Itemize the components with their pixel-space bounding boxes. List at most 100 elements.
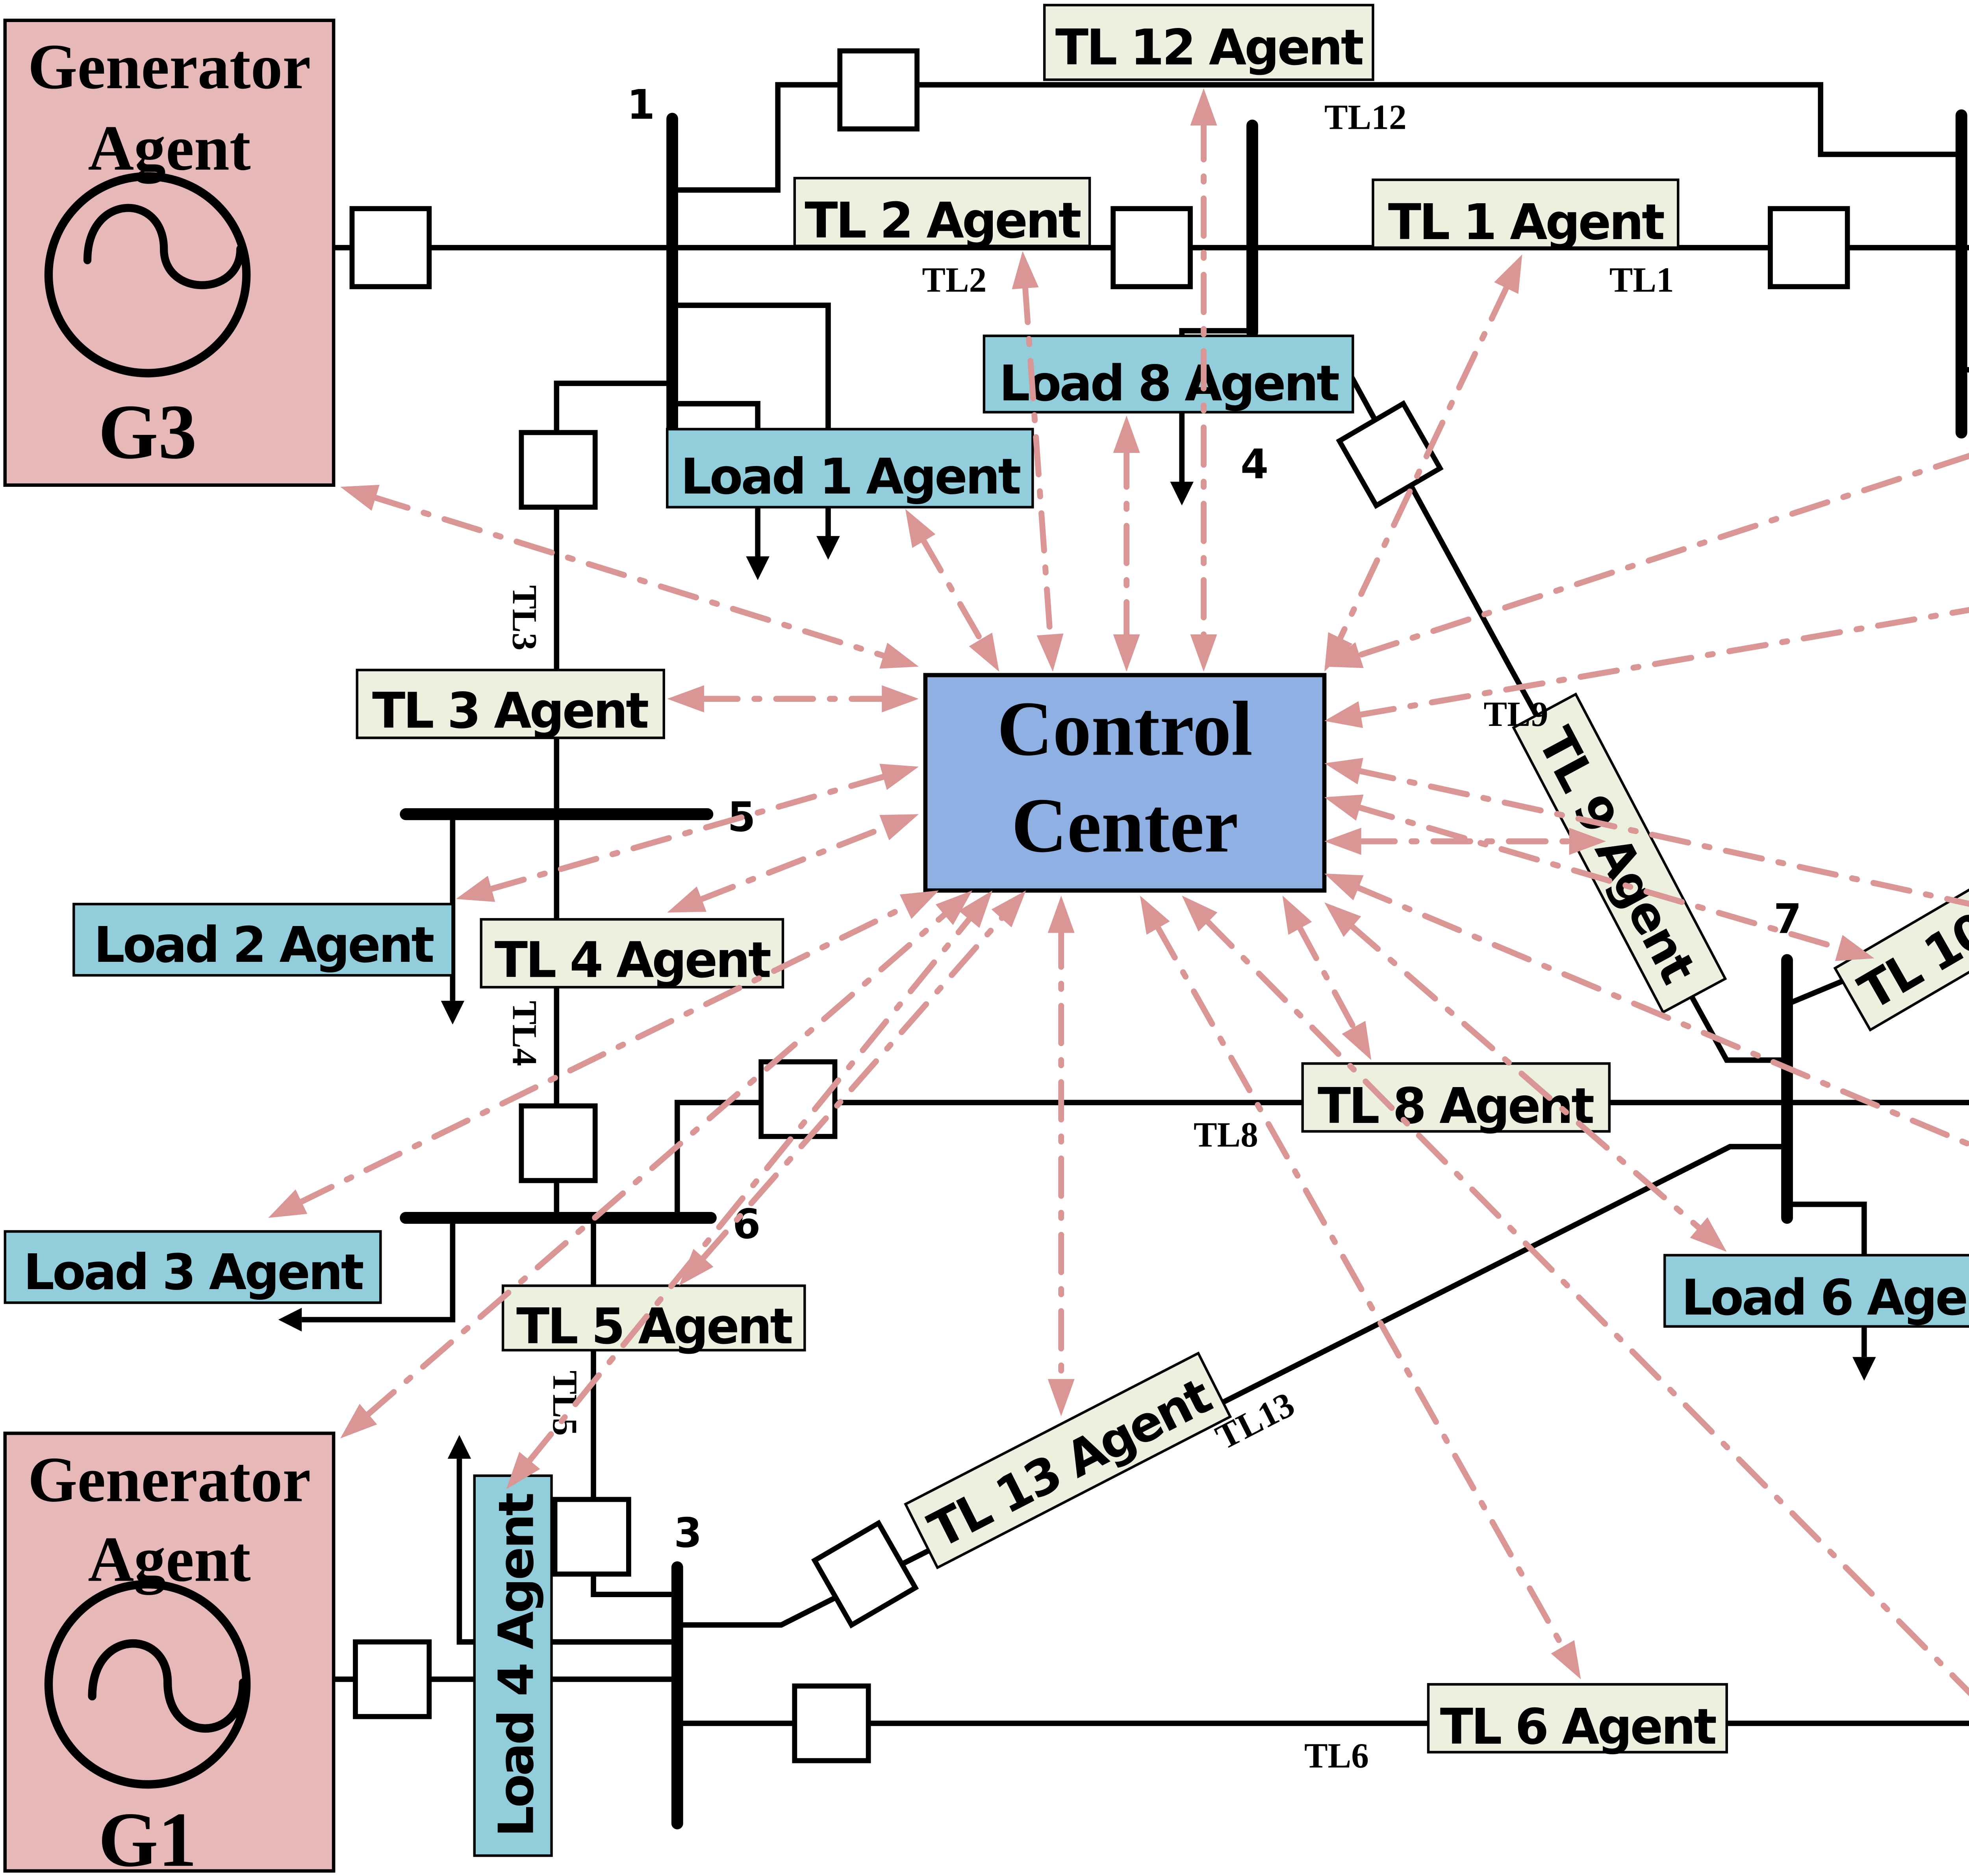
breaker	[552, 1497, 631, 1577]
comm-link-load1	[905, 508, 999, 672]
load3-agent-label: Load 3 Agent	[23, 1244, 363, 1301]
communication-links	[268, 88, 1969, 1696]
load-arrow-icon	[816, 536, 840, 560]
comm-line	[695, 823, 890, 904]
generator-subtitle: Agent	[88, 113, 250, 184]
line-name-tl9: TL9	[1483, 695, 1548, 734]
load6-agent[interactable]: Load 6 Agent	[1663, 1254, 1969, 1328]
load6-agent-label: Load 6 Agent	[1682, 1269, 1969, 1327]
breaker	[519, 430, 598, 510]
arrowhead-icon	[899, 890, 939, 919]
tl8-agent[interactable]: TL 8 Agent	[1301, 1062, 1611, 1135]
load-agents: Load 8 Agent Load 1 Agent Load 2 Agent L…	[4, 334, 1969, 1857]
comm-link-tl7	[1324, 873, 1969, 1148]
tl1-agent[interactable]: TL 1 Agent	[1372, 178, 1680, 251]
wire-load4	[456, 1458, 677, 1645]
arrowhead-icon	[1113, 416, 1140, 453]
generator-label: G1	[98, 1796, 197, 1876]
comm-line	[363, 909, 950, 1420]
arrowhead-icon	[935, 890, 973, 925]
line-name-tl13: TL13	[1210, 1384, 1301, 1457]
comm-link-tl6	[1140, 895, 1581, 1679]
wire-load3	[302, 1218, 456, 1323]
tl6-agent-label: TL 6 Agent	[1440, 1698, 1716, 1755]
comm-link-tl3	[667, 685, 919, 713]
comm-line	[525, 913, 974, 1466]
load4-agent[interactable]: Load 4 Agent	[473, 1474, 553, 1857]
comm-line	[1295, 922, 1358, 1034]
line-name-tl6: TL6	[1304, 1736, 1369, 1776]
comm-link-tl5	[679, 890, 1026, 1286]
generator-icon	[44, 172, 251, 378]
arrowhead-icon	[1140, 895, 1170, 935]
generator-agent-g3[interactable]: Generator Agent G3	[3, 19, 336, 487]
arrowhead-icon	[879, 814, 919, 841]
arrowhead-icon	[1324, 701, 1363, 728]
tl6-agent[interactable]: TL 6 Agent	[1427, 1683, 1728, 1755]
load1-agent[interactable]: Load 1 Agent	[666, 428, 1034, 508]
network-wires	[248, 82, 1969, 1726]
load2-agent-label: Load 2 Agent	[94, 917, 434, 974]
tl13-agent-label: TL 13 Agent	[920, 1368, 1220, 1560]
comm-line	[1347, 921, 1704, 1233]
control-center[interactable]: Control Center	[923, 673, 1327, 893]
tl10-agent[interactable]: TL 10 Agent	[1833, 800, 1969, 1032]
busbars	[400, 109, 1967, 1830]
bus-number-4: 4	[1240, 441, 1268, 488]
comm-link-tl8	[1282, 895, 1372, 1060]
tl3-agent[interactable]: TL 3 Agent	[356, 668, 665, 740]
tl12-agent[interactable]: TL 12 Agent	[1043, 4, 1374, 81]
tl8-agent-label: TL 8 Agent	[1318, 1078, 1594, 1135]
arrowhead-icon	[1835, 935, 1874, 961]
comm-link-tl13	[1048, 895, 1075, 1416]
line-name-tl12: TL12	[1324, 98, 1407, 137]
comm-line	[1336, 282, 1511, 644]
arrowhead-icon	[1324, 758, 1363, 785]
arrowhead-icon	[1324, 632, 1353, 672]
arrowhead-icon	[268, 1189, 308, 1218]
comm-line	[485, 773, 890, 893]
tl12-agent-label: TL 12 Agent	[1055, 19, 1363, 76]
comm-line	[919, 535, 985, 646]
arrowhead-icon	[667, 685, 704, 713]
arrowhead-icon	[1282, 895, 1312, 935]
comm-link-tl4	[667, 814, 919, 913]
sine-wave-icon	[83, 204, 245, 289]
tl2-agent[interactable]: TL 2 Agent	[793, 176, 1091, 249]
wire-tl13	[677, 1144, 1787, 1628]
breaker	[837, 48, 920, 132]
tl4-agent[interactable]: TL 4 Agent	[480, 918, 784, 989]
comm-link-load7	[1324, 758, 1969, 907]
comm-link-load6	[1324, 902, 1727, 1252]
load-arrow-icon	[447, 1435, 471, 1459]
comm-link-g1	[340, 890, 973, 1438]
arrowhead-icon	[1048, 1379, 1075, 1416]
arrowhead-icon	[1324, 902, 1361, 937]
comm-link-tl11	[1324, 607, 1969, 728]
comm-line	[1354, 767, 1969, 907]
comm-line	[1353, 453, 1969, 659]
comm-line	[295, 902, 912, 1206]
tl2-agent-label: TL 2 Agent	[805, 192, 1081, 249]
generator-agent-g1[interactable]: Generator Agent G1	[3, 1431, 336, 1876]
arrowhead-icon	[679, 1249, 714, 1286]
load1-agent-label: Load 1 Agent	[680, 449, 1020, 506]
comm-link-load2	[456, 764, 919, 902]
line-name-tl2: TL2	[922, 260, 986, 300]
load3-agent[interactable]: Load 3 Agent	[4, 1230, 382, 1304]
comm-line	[1153, 922, 1567, 1653]
load2-agent[interactable]: Load 2 Agent	[72, 903, 454, 977]
tl5-agent[interactable]: TL 5 Agent	[501, 1284, 806, 1355]
arrowhead-icon	[1324, 873, 1364, 900]
breaker	[792, 1683, 871, 1763]
generator-title: Generator	[28, 1444, 311, 1515]
bus-number-1: 1	[627, 82, 655, 129]
wire-bus4-load8	[1179, 328, 1254, 492]
load8-agent[interactable]: Load 8 Agent	[983, 334, 1354, 414]
breaker	[353, 1639, 432, 1719]
arrowhead-icon	[1324, 828, 1361, 855]
control-center-line2: Center	[1011, 782, 1238, 868]
arrowhead-icon	[991, 890, 1026, 928]
tl9-agent-label: TL 9 Agent	[1527, 719, 1706, 992]
